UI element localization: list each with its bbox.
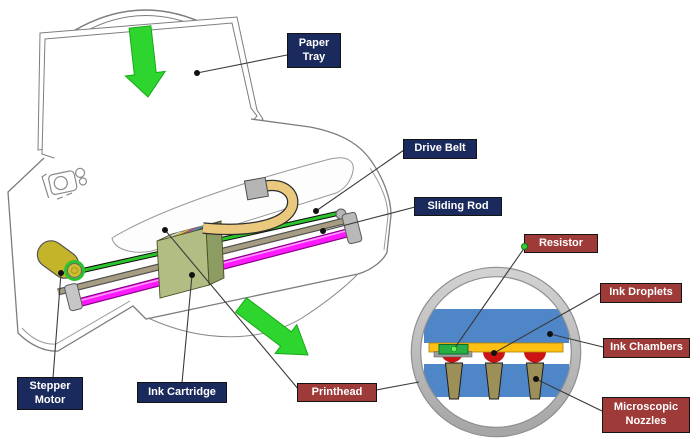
inset-ring bbox=[411, 267, 581, 437]
label-ink-chambers: Ink Chambers bbox=[603, 338, 690, 358]
bracket-icon bbox=[41, 173, 50, 199]
ink-droplet-middle bbox=[483, 352, 505, 363]
resistor-green-dot bbox=[450, 345, 457, 352]
indicator-icon-bottom bbox=[78, 177, 88, 186]
ink-chambers-dot bbox=[547, 331, 553, 337]
leader-lines bbox=[52, 54, 604, 412]
label-paper-tray: Paper Tray bbox=[287, 33, 341, 68]
stepper-motor-drawing bbox=[36, 240, 85, 281]
cartridge-front-face bbox=[156, 227, 210, 299]
printer-body-outline bbox=[7, 118, 392, 352]
label-drive-belt: Drive Belt bbox=[403, 139, 477, 159]
nozzle-middle bbox=[484, 362, 504, 400]
label-ink-cartridge: Ink Cartridge bbox=[137, 382, 227, 403]
resistor-label-green-dot bbox=[521, 243, 528, 250]
ink-chamber-upper bbox=[424, 309, 569, 343]
label-microscopic-nozzles: Microscopic Nozzles bbox=[602, 397, 690, 433]
nozzles-dot bbox=[533, 376, 539, 382]
paper-tray-dot bbox=[194, 70, 200, 76]
power-button-icon bbox=[48, 170, 78, 196]
inset-ring-inner-edge bbox=[420, 276, 572, 428]
belt-loop bbox=[64, 260, 85, 281]
sliding-rod-dot bbox=[320, 228, 326, 234]
right-rail-bracket bbox=[341, 211, 363, 245]
label-resistor: Resistor bbox=[524, 234, 598, 253]
tray-handle-outer bbox=[66, 9, 210, 36]
label-stepper-motor: Stepper Motor bbox=[17, 377, 83, 410]
paper-feed-arrow bbox=[124, 25, 167, 98]
carriage-opening bbox=[111, 157, 354, 253]
leader-dots bbox=[58, 70, 553, 382]
nozzle-left bbox=[444, 362, 464, 400]
indicator-icon-top bbox=[74, 167, 86, 178]
ink-droplets-dot bbox=[491, 350, 497, 356]
output-tray-curve bbox=[147, 274, 358, 338]
motor-pulley bbox=[67, 263, 82, 278]
inset-ring-outer-edge bbox=[410, 266, 582, 438]
tick-marks bbox=[56, 192, 73, 200]
printhead-dot bbox=[162, 227, 168, 233]
label-printhead: Printhead bbox=[297, 383, 377, 402]
power-dial-icon bbox=[53, 175, 68, 191]
ink-cartridge-dot bbox=[189, 272, 195, 278]
label-ink-droplets: Ink Droplets bbox=[600, 283, 682, 303]
paper-output-arrow bbox=[234, 297, 309, 356]
ribbon-cable bbox=[202, 176, 299, 236]
ink-cartridge-box bbox=[156, 220, 225, 299]
left-rail-bracket bbox=[64, 283, 83, 312]
stepper-motor-dot bbox=[58, 270, 64, 276]
control-panel-icons bbox=[41, 167, 88, 200]
ribbon-connector bbox=[243, 176, 269, 201]
label-sliding-rod: Sliding Rod bbox=[414, 197, 502, 216]
ink-droplet-right bbox=[524, 352, 546, 363]
drive-belt-dot bbox=[313, 208, 319, 214]
motor-pulley-hub bbox=[71, 267, 78, 274]
right-side-inner-line bbox=[369, 167, 389, 251]
